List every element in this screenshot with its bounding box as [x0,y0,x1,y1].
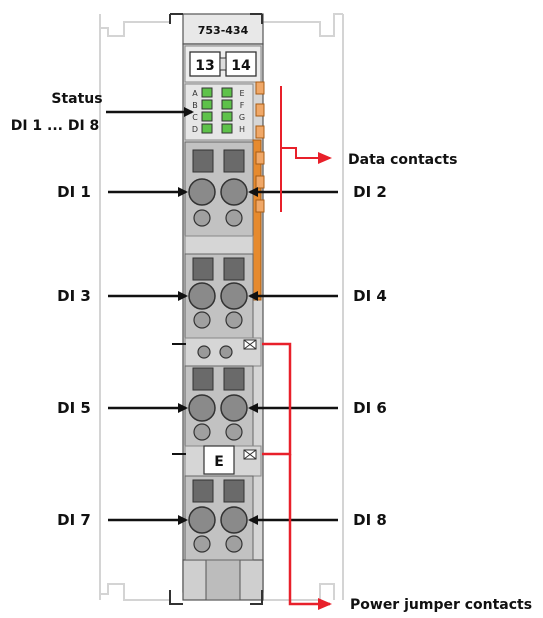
led-letter-d: D [192,125,198,134]
status-leds [201,87,233,134]
power-jumper-bracket [262,342,332,610]
status-range-label: DI 1 ... DI 8 [11,118,100,134]
marker-13: 13 [195,58,214,74]
di7-label: DI 7 [57,511,91,529]
di1-label: DI 1 [57,183,91,201]
led-letter-c: C [192,113,198,122]
power-jumper-area-1 [172,337,262,367]
led-letter-e: E [239,89,244,98]
led-letter-b: B [192,101,198,110]
neighbour-outline [99,13,344,601]
data-contacts-label: Data contacts [348,152,457,168]
terminal-block-1 [184,141,254,237]
di2-label: DI 2 [353,183,387,201]
led-letter-a: A [192,89,198,98]
power-jumper-label: Power jumper contacts [350,597,532,613]
di4-label: DI 4 [353,287,387,305]
group-marker-e: E [214,454,224,470]
marker-tags [189,51,257,77]
di6-label: DI 6 [353,399,387,417]
terminal-block-4 [184,475,254,561]
di5-label: DI 5 [57,399,91,417]
power-jumper-area-2 [172,445,262,477]
marker-14: 14 [231,58,251,74]
led-letter-g: G [239,113,245,122]
led-letter-f: F [240,101,245,110]
part-number: 753-434 [198,24,249,37]
data-contacts-bracket [280,86,332,212]
status-label: Status [51,91,102,107]
terminal-block-3 [184,365,254,447]
terminal-block-2 [184,253,254,339]
di3-label: DI 3 [57,287,91,305]
di8-label: DI 8 [353,511,387,529]
led-letter-h: H [239,125,245,134]
